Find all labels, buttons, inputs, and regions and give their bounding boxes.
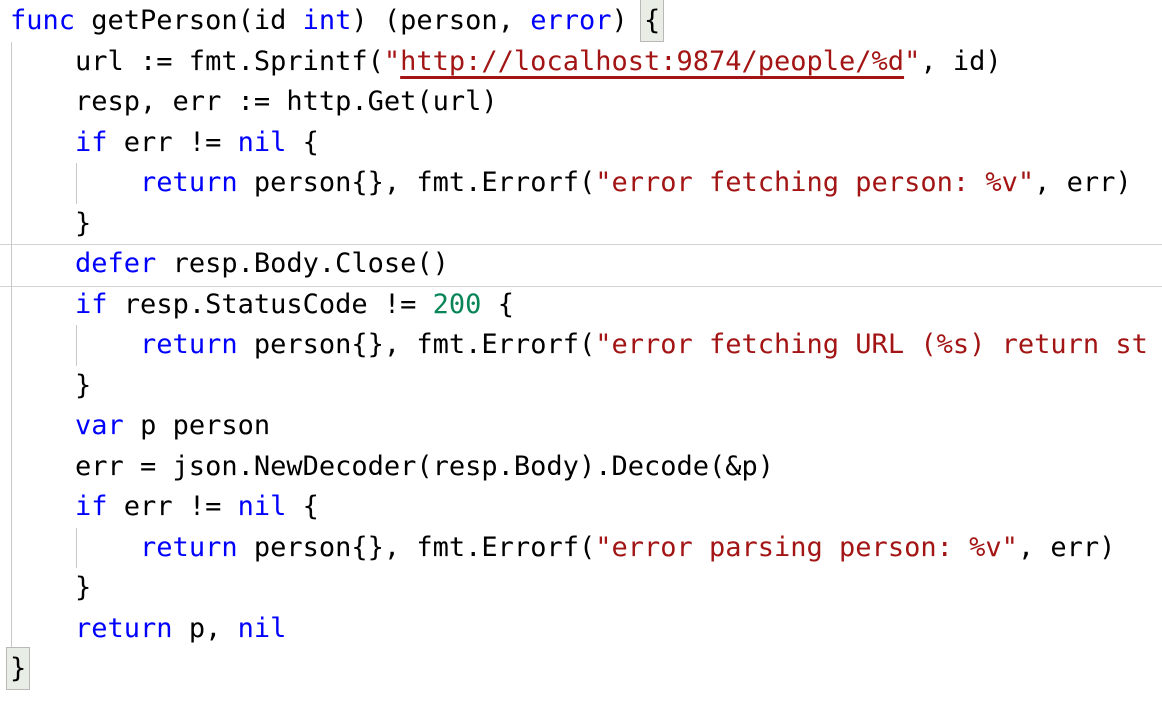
code-line[interactable]: return person{}, fmt.Errorf("error fetch… [10,163,1162,204]
keyword: var [75,410,124,441]
code-line-current[interactable]: defer resp.Body.Close() [0,244,1162,286]
code-text: } [10,207,92,239]
code-text: p person [123,410,271,441]
indent-guide [11,41,12,82]
code-text: ) (person, [351,5,531,36]
keyword: defer [75,248,157,279]
code-line[interactable]: func getPerson(id int) (person, error) { [10,0,1162,42]
keyword: nil [237,126,287,158]
keyword: error [530,5,612,36]
indent-guide [11,163,12,204]
indent-guide [11,365,12,406]
indent-guide [11,284,12,325]
indent-guide [76,163,77,204]
matched-bracket: } [7,648,30,689]
code-text: person{}, fmt.Errorf( [237,329,596,360]
indent-guide [11,527,12,568]
code-line[interactable]: } [10,365,1162,406]
code-line[interactable]: return person{}, fmt.Errorf("error fetch… [10,325,1162,366]
code-line[interactable]: url := fmt.Sprintf("http://localhost:987… [10,41,1162,82]
keyword: if [75,288,108,320]
keyword: nil [237,491,287,522]
string-literal: "error fetching URL (%s) return st [595,329,1148,360]
code-text: resp.StatusCode != [107,288,433,320]
indent-guide [11,82,12,123]
string-literal: " [904,45,921,77]
keyword: return [75,612,173,644]
code-text: , id) [920,45,1002,77]
code-line[interactable]: return person{}, fmt.Errorf("error parsi… [10,527,1162,568]
keyword: func [10,5,76,36]
code-line[interactable]: } [7,648,1162,690]
keyword: nil [237,612,287,644]
code-text [10,410,75,441]
indent-guide [11,608,12,649]
indent-guide [76,527,77,568]
indent-guide [11,325,12,366]
code-text [10,613,75,644]
code-text [10,491,75,522]
indent-guide [11,122,12,163]
code-line[interactable]: resp, err := http.Get(url) [10,82,1162,123]
string-literal: "error parsing person: %v" [595,531,1018,563]
code-text [10,127,75,158]
keyword: if [75,491,108,522]
code-line[interactable]: err = json.NewDecoder(resp.Body).Decode(… [10,446,1162,487]
code-line[interactable]: var p person [10,406,1162,447]
code-text: , err) [1017,531,1116,563]
keyword: return [140,329,238,360]
code-text: err = json.NewDecoder(resp.Body).Decode(… [10,450,775,482]
indent-guide [76,325,77,366]
code-text: resp.Body.Close() [156,248,449,279]
keyword: return [140,167,238,198]
url-link[interactable]: http://localhost:9874/people/%d [400,45,905,77]
indent-guide [11,406,12,447]
matched-bracket: { [641,0,664,41]
indent-guide [11,446,12,487]
code-line[interactable]: if resp.StatusCode != 200 { [10,284,1162,325]
string-literal: "error fetching person: %v" [595,167,1035,198]
code-text: err != [107,126,238,158]
code-line[interactable]: } [10,568,1162,609]
keyword: if [75,126,108,158]
code-line[interactable]: return p, nil [10,608,1162,649]
code-text [10,289,75,320]
indent-guide [11,244,12,285]
string-literal: " [383,45,401,77]
code-text: { [481,288,514,320]
indent-guide [11,487,12,528]
code-text: getPerson(id [75,5,303,36]
code-text: url := fmt.Sprintf( [10,45,384,77]
code-text: err != [107,491,238,522]
code-line[interactable]: if err != nil { [10,487,1162,528]
code-line[interactable]: } [10,203,1162,244]
code-text: person{}, fmt.Errorf( [237,531,596,563]
number-literal: 200 [432,288,482,320]
code-text: person{}, fmt.Errorf( [237,167,596,198]
code-text: resp, err := http.Get(url) [10,86,498,117]
code-text: p, [172,612,238,644]
code-line[interactable]: if err != nil { [10,122,1162,163]
indent-guide [11,568,12,609]
keyword: int [302,5,352,36]
code-text [10,248,75,279]
code-text: } [10,369,92,401]
code-text: { [286,491,319,522]
code-text: { [286,126,319,158]
code-text: , err) [1034,167,1132,198]
code-text: ) [611,5,644,36]
code-text: } [10,572,92,603]
keyword: return [140,531,238,563]
indent-guide [11,203,12,244]
